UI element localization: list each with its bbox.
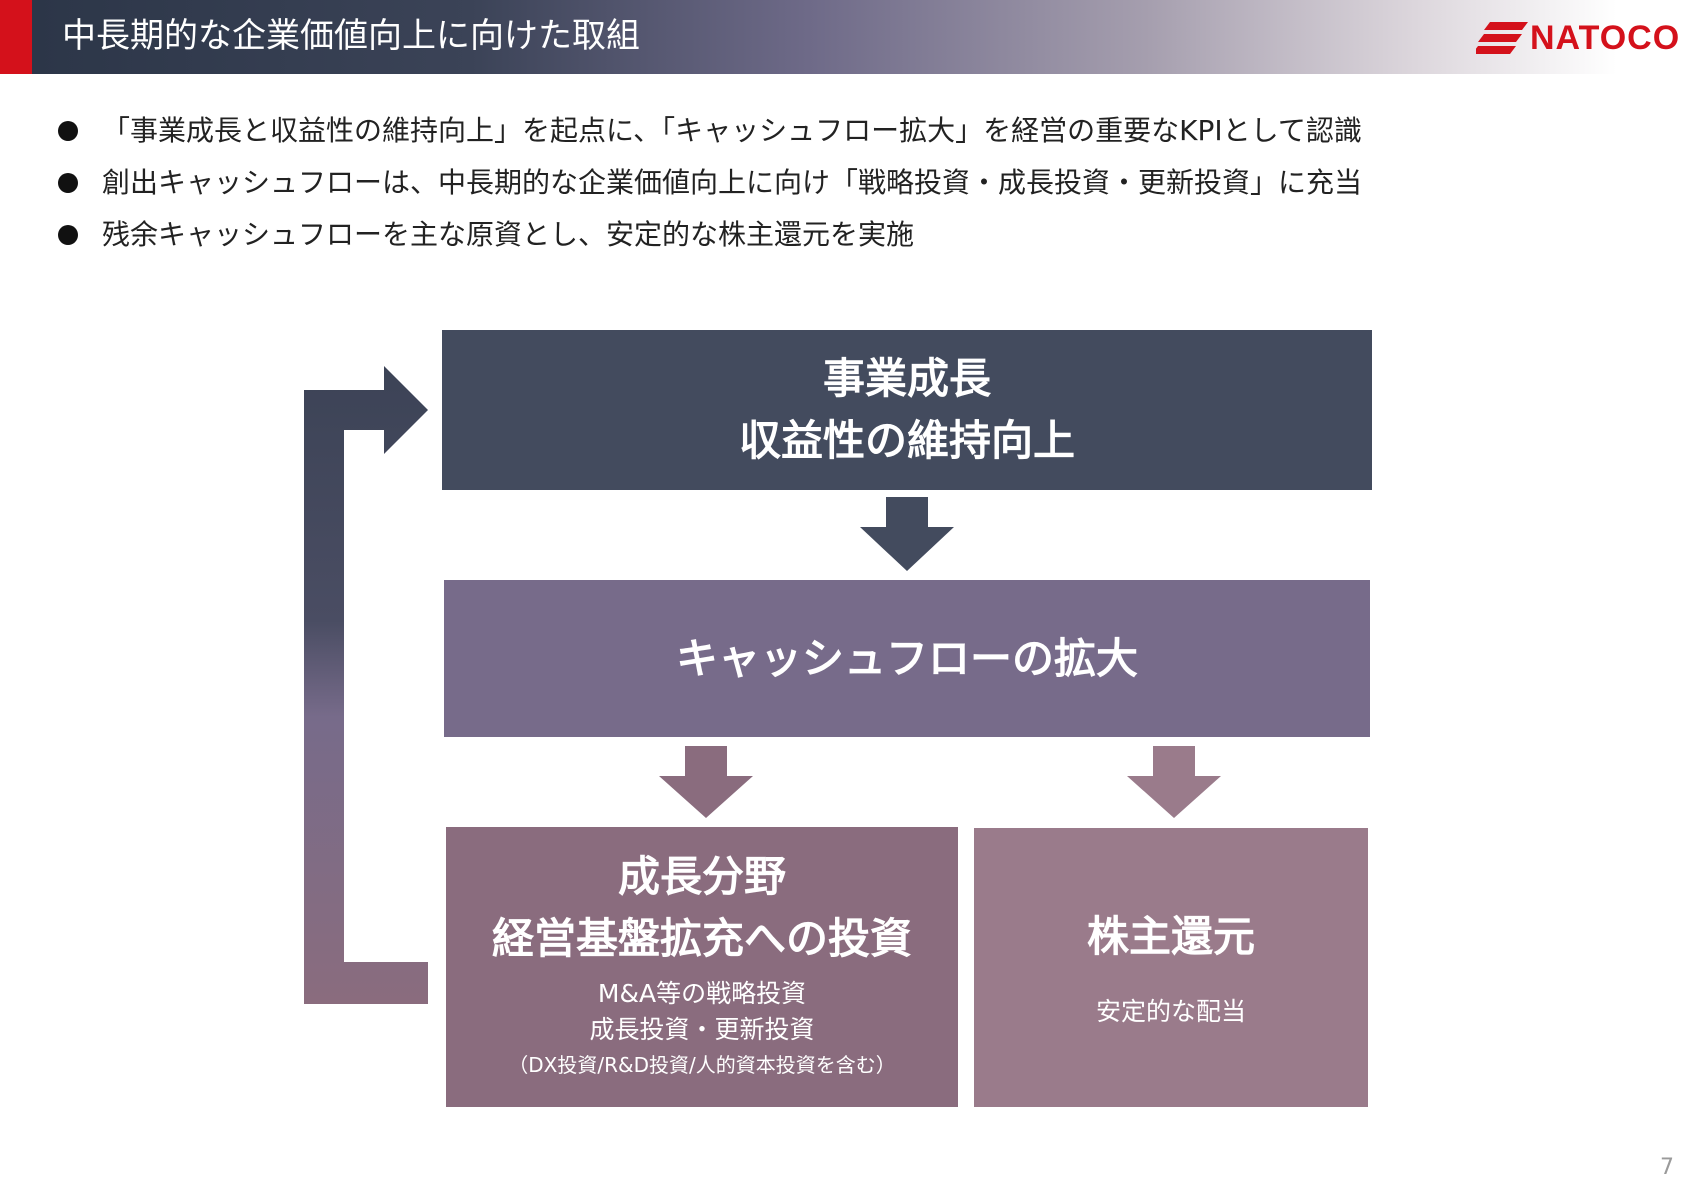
box-title-line: 経営基盤拡充への投資 (491, 914, 912, 963)
bullet-text: 創出キャッシュフローは、中長期的な企業価値向上に向け「戦略投資・成長投資・更新投… (102, 166, 1363, 199)
down-arrow-icon (1127, 746, 1221, 818)
bullet-text: 「事業成長と収益性の維持向上」を起点に、「キャッシュフロー拡大」を経営の重要なK… (102, 114, 1362, 147)
cashflow-expansion-box: キャッシュフローの拡大 (444, 580, 1370, 737)
box-title-line: 成長分野 (617, 852, 786, 901)
box-title-group: 株主還元 (1087, 906, 1255, 968)
box-title-line: 収益性の維持向上 (738, 416, 1075, 465)
box-detail-line: M&A等の戦略投資 (597, 979, 807, 1008)
bullet-dot-icon (58, 173, 78, 193)
down-arrow-icon (659, 746, 753, 818)
growth-profitability-box: 事業成長 収益性の維持向上 (442, 330, 1372, 490)
box-detail-line: 安定的な配当 (1095, 996, 1246, 1026)
bullet-item: 「事業成長と収益性の維持向上」を起点に、「キャッシュフロー拡大」を経営の重要なK… (56, 105, 1616, 157)
logo-text: NATOCO (1530, 19, 1681, 57)
investment-box: 成長分野 経営基盤拡充への投資 M&A等の戦略投資 成長投資・更新投資 （DX投… (446, 827, 958, 1107)
box-detail-note: （DX投資/R&D投資/人的資本投資を含む） (508, 1053, 896, 1077)
bullet-list: 「事業成長と収益性の維持向上」を起点に、「キャッシュフロー拡大」を経営の重要なK… (56, 105, 1616, 261)
header-accent-stripe (0, 0, 32, 74)
bullet-dot-icon (58, 121, 78, 141)
box-title-line: キャッシュフローの拡大 (675, 633, 1138, 683)
bullet-item: 創出キャッシュフローは、中長期的な企業価値向上に向け「戦略投資・成長投資・更新投… (56, 157, 1616, 209)
loop-back-arrow-icon (304, 366, 428, 1004)
header-bar: 中長期的な企業価値向上に向けた取組 NATOCO (0, 0, 1684, 74)
box-title-group: 成長分野 経営基盤拡充への投資 (492, 846, 912, 970)
box-title-line: 事業成長 (822, 354, 991, 403)
bullet-text: 残余キャッシュフローを主な原資とし、安定的な株主還元を実施 (102, 218, 915, 251)
shareholder-return-box: 株主還元 安定的な配当 (974, 828, 1368, 1107)
bullet-item: 残余キャッシュフローを主な原資とし、安定的な株主還元を実施 (56, 209, 1616, 261)
box-title-line: 株主還元 (1086, 911, 1255, 961)
page-number: 7 (1660, 1155, 1674, 1180)
bullet-dot-icon (58, 225, 78, 245)
logo-mark-icon (1476, 22, 1528, 54)
box-detail-line: 成長投資・更新投資 (589, 1015, 815, 1044)
down-arrow-icon (860, 497, 954, 571)
page-title: 中長期的な企業価値向上に向けた取組 (62, 16, 640, 56)
